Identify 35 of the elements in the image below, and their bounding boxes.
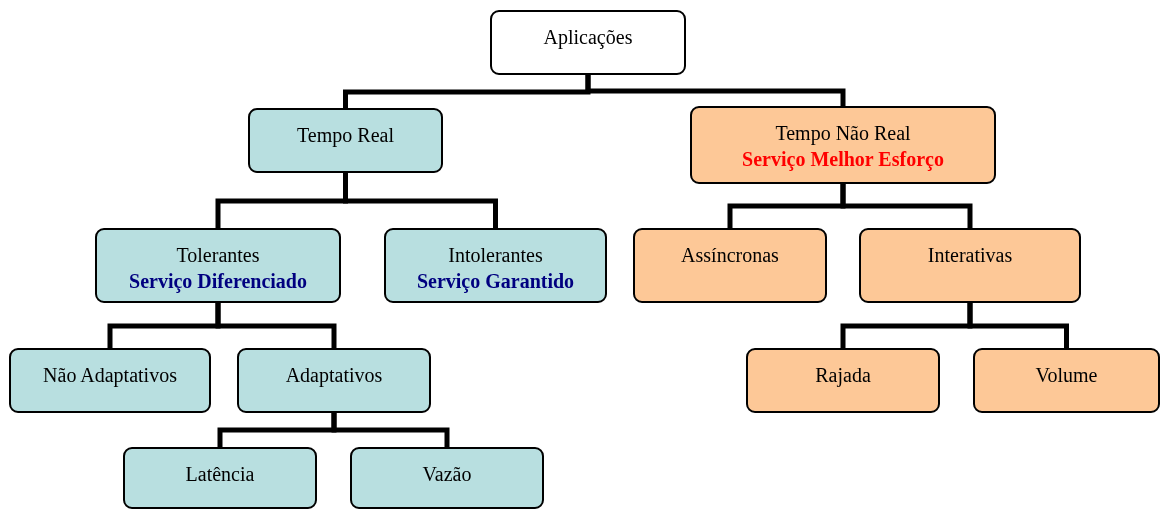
connector-line	[840, 184, 973, 228]
category-box	[859, 228, 1081, 303]
category-box	[384, 228, 607, 303]
service-type-label: Serviço Diferenciado	[129, 269, 307, 294]
category-label: Intolerantes	[448, 243, 543, 268]
category-label: Adaptativos	[285, 363, 383, 388]
connector-line	[585, 75, 846, 106]
category-box	[350, 447, 544, 509]
category-box	[746, 348, 940, 413]
category-box	[490, 10, 686, 75]
connector-line	[331, 413, 450, 447]
category-label: Volume	[1035, 363, 1098, 388]
service-type-label: Serviço Garantido	[416, 269, 575, 294]
category-label: Tempo Não Real	[775, 121, 911, 146]
category-box	[973, 348, 1160, 413]
category-label: Rajada	[815, 363, 871, 388]
category-box	[95, 228, 341, 303]
service-type-label: Serviço Melhor Esforço	[742, 147, 944, 172]
connector-line	[967, 303, 1069, 348]
category-label: Tempo Real	[297, 123, 394, 148]
category-label: Não Adaptativos	[43, 363, 177, 388]
category-box	[237, 348, 431, 413]
category-box	[248, 108, 443, 173]
category-label: Assíncronas	[681, 243, 779, 268]
category-label: Tolerantes	[176, 243, 260, 268]
category-label: Vazão	[422, 462, 472, 487]
category-label: Aplicações	[543, 25, 633, 50]
connector-line	[343, 173, 498, 228]
category-label: Interativas	[927, 243, 1013, 268]
category-box	[633, 228, 827, 303]
category-box	[690, 106, 996, 184]
category-box	[9, 348, 211, 413]
connector-line	[215, 303, 337, 348]
category-label: Latência	[185, 462, 255, 487]
category-box	[123, 447, 317, 509]
